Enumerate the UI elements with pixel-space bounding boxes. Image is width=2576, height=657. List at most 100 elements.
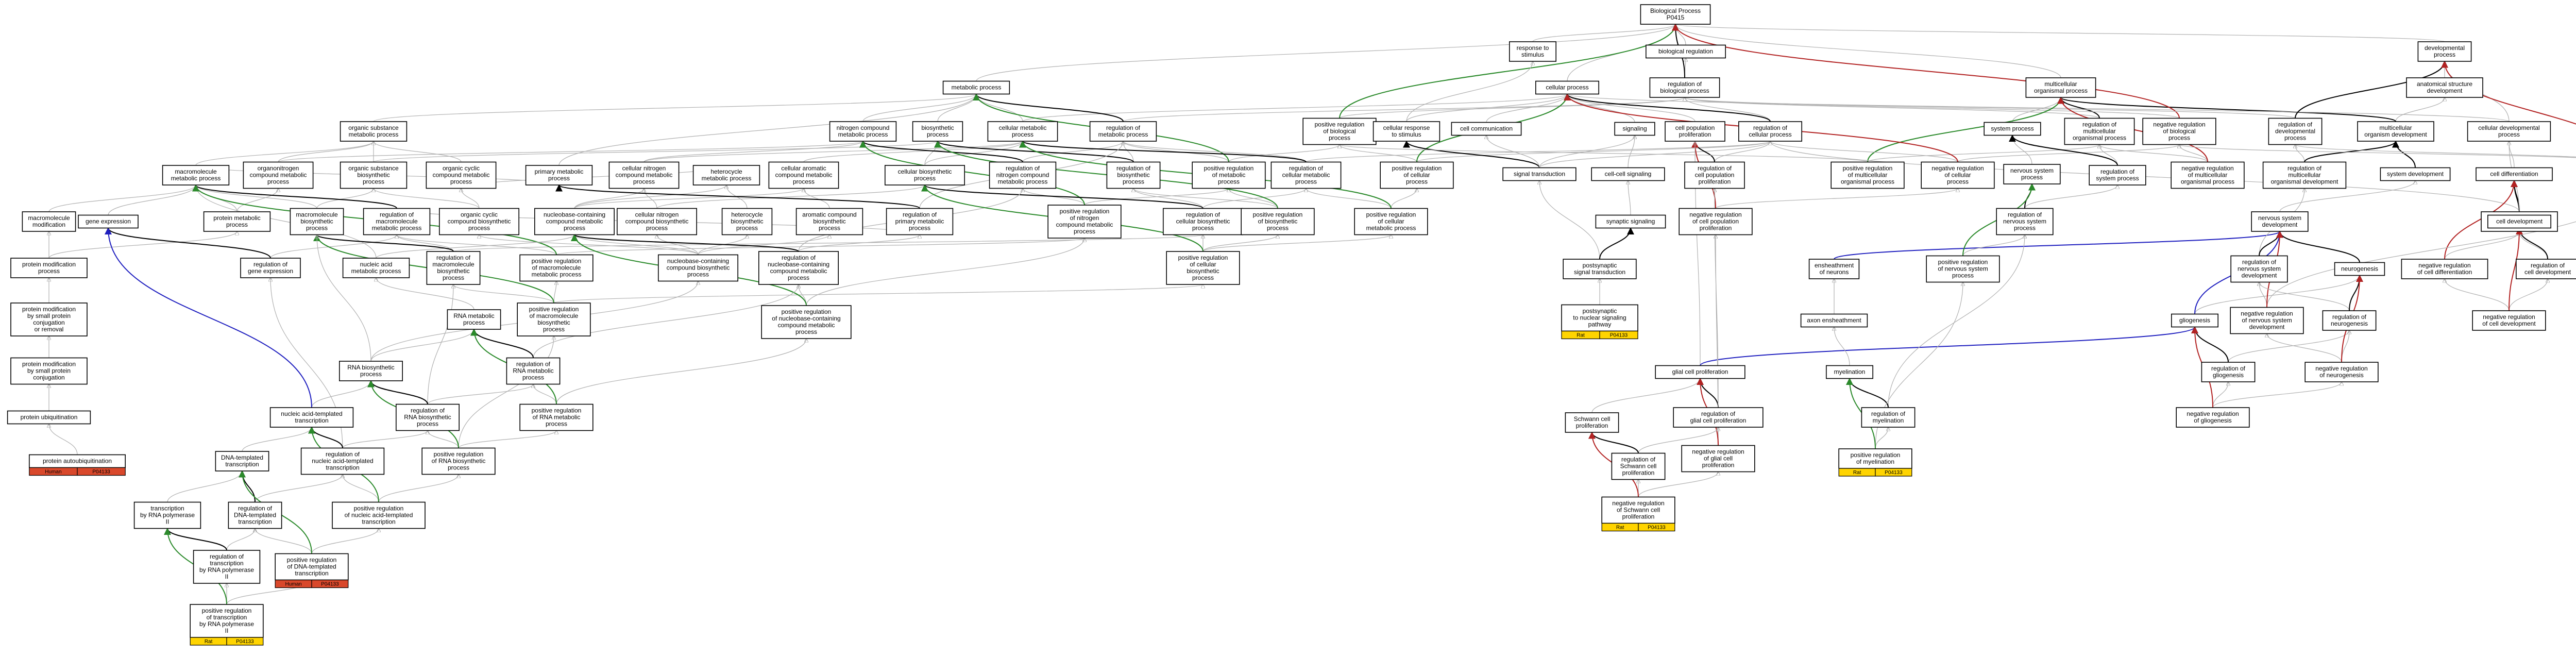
go-term-glialprolif[interactable]: glial cell proliferation [1655, 365, 1745, 379]
go-term-cellcomm[interactable]: cell communication [1451, 122, 1522, 136]
go-term-axonens[interactable]: axon ensheathment [1800, 313, 1868, 328]
go-term-sigtrans[interactable]: signal transduction [1502, 167, 1577, 181]
go-term-myelin[interactable]: myelination [1826, 365, 1874, 379]
go-term-gliogen[interactable]: gliogenesis [2171, 313, 2218, 328]
go-term-signaling[interactable]: signaling [1614, 122, 1655, 136]
go-term-cellproc[interactable]: cellular process [1535, 80, 1600, 95]
go-term-celldiff[interactable]: cell differentiation [2476, 167, 2553, 181]
go-term-geneexp[interactable]: gene expression [78, 214, 139, 229]
go-term-neurogen[interactable]: neurogenesis [2334, 262, 2385, 276]
go-term-bioreg[interactable]: biological regulation [1646, 44, 1726, 59]
go-term-sysproc[interactable]: system process [1984, 122, 2041, 136]
go-term-cellcellsig[interactable]: cell-cell signaling [1591, 167, 1665, 181]
go-term-metab[interactable]: metabolic process [942, 80, 1010, 95]
